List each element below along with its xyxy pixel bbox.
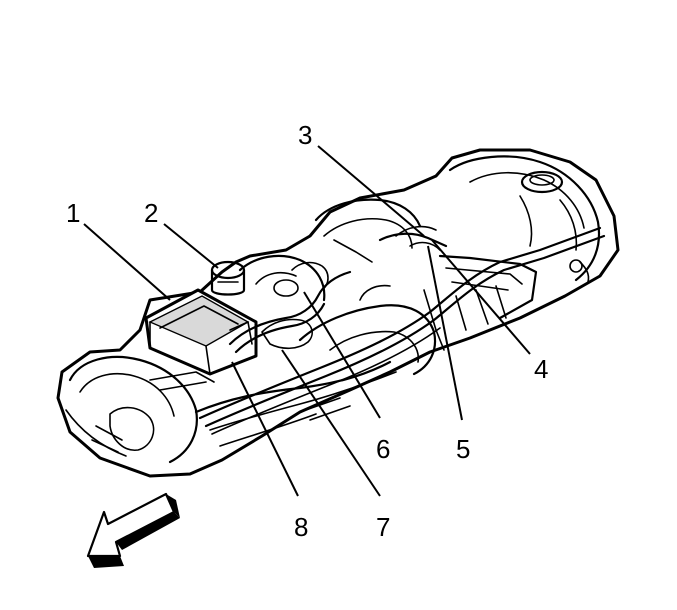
callout-8: 8 [294,512,308,542]
leader-line-4 [431,239,531,355]
fuel-tank-assembly [56,148,620,478]
callout-labels: 1 2 3 4 5 6 7 8 [66,120,548,542]
vent-fitting [210,260,246,296]
callout-6: 6 [376,434,390,464]
leader-line-3 [317,145,425,237]
callout-7: 7 [376,512,390,542]
leader-line-1 [83,223,171,301]
front-direction-arrow-icon [86,492,180,568]
callout-4: 4 [534,354,548,384]
leader-line-6 [303,291,381,419]
callout-3: 3 [298,120,312,150]
evap-canister [144,288,258,376]
callout-5: 5 [456,434,470,464]
callout-1: 1 [66,198,80,228]
callout-2: 2 [144,198,158,228]
leader-line-8 [231,361,299,497]
leader-line-2 [163,223,219,269]
leader-line-5 [427,245,463,421]
leader-lines [83,145,531,497]
leader-line-7 [281,349,381,497]
